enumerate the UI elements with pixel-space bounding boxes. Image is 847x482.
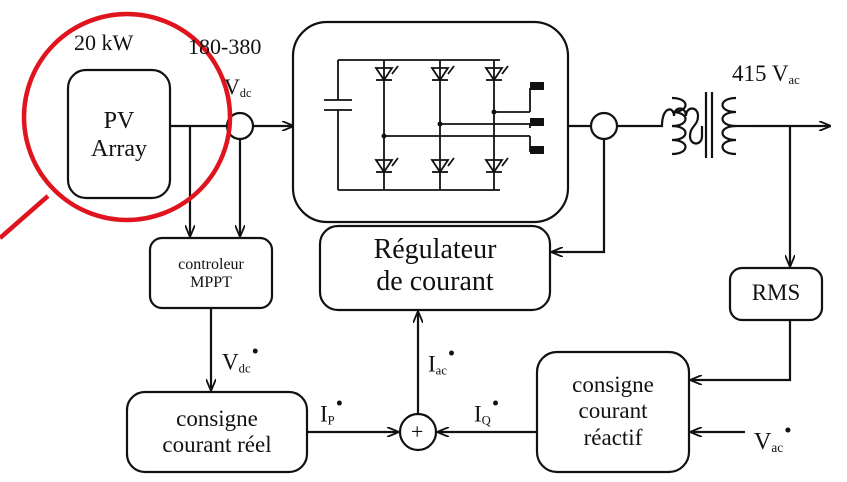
pv-highlight-circle — [0, 11, 233, 240]
summing-junction-symbol: + — [411, 419, 424, 444]
reactive-current-reference-block — [535, 350, 691, 474]
ac-output-voltage-label: 415 Vac — [732, 61, 800, 88]
vdc-reference-label: Vdc• — [222, 341, 259, 376]
rms-output-line — [691, 320, 792, 380]
power-rating-label: 20 kW — [74, 30, 134, 55]
iq-reference-label: IQ• — [474, 393, 500, 428]
dc-voltage-symbol: Vdc — [224, 74, 252, 101]
dc-voltage-range-label: 180-380 — [188, 34, 262, 59]
transformer-icon — [658, 92, 752, 158]
vac-reference-label: Vac• — [754, 418, 792, 456]
pv-array-block — [66, 68, 172, 200]
current-regulator-block — [318, 224, 552, 312]
rms-block — [728, 266, 824, 322]
ac-current-sensor — [589, 111, 619, 141]
current-feedback-line — [552, 139, 606, 252]
three-phase-bridge — [324, 59, 531, 191]
inverter-block — [291, 20, 570, 224]
phase-terminals — [381, 82, 544, 154]
rms-label: RMS — [751, 280, 801, 305]
iac-reference-label: Iac• — [428, 343, 456, 378]
ip-reference-label: IP• — [320, 393, 343, 428]
